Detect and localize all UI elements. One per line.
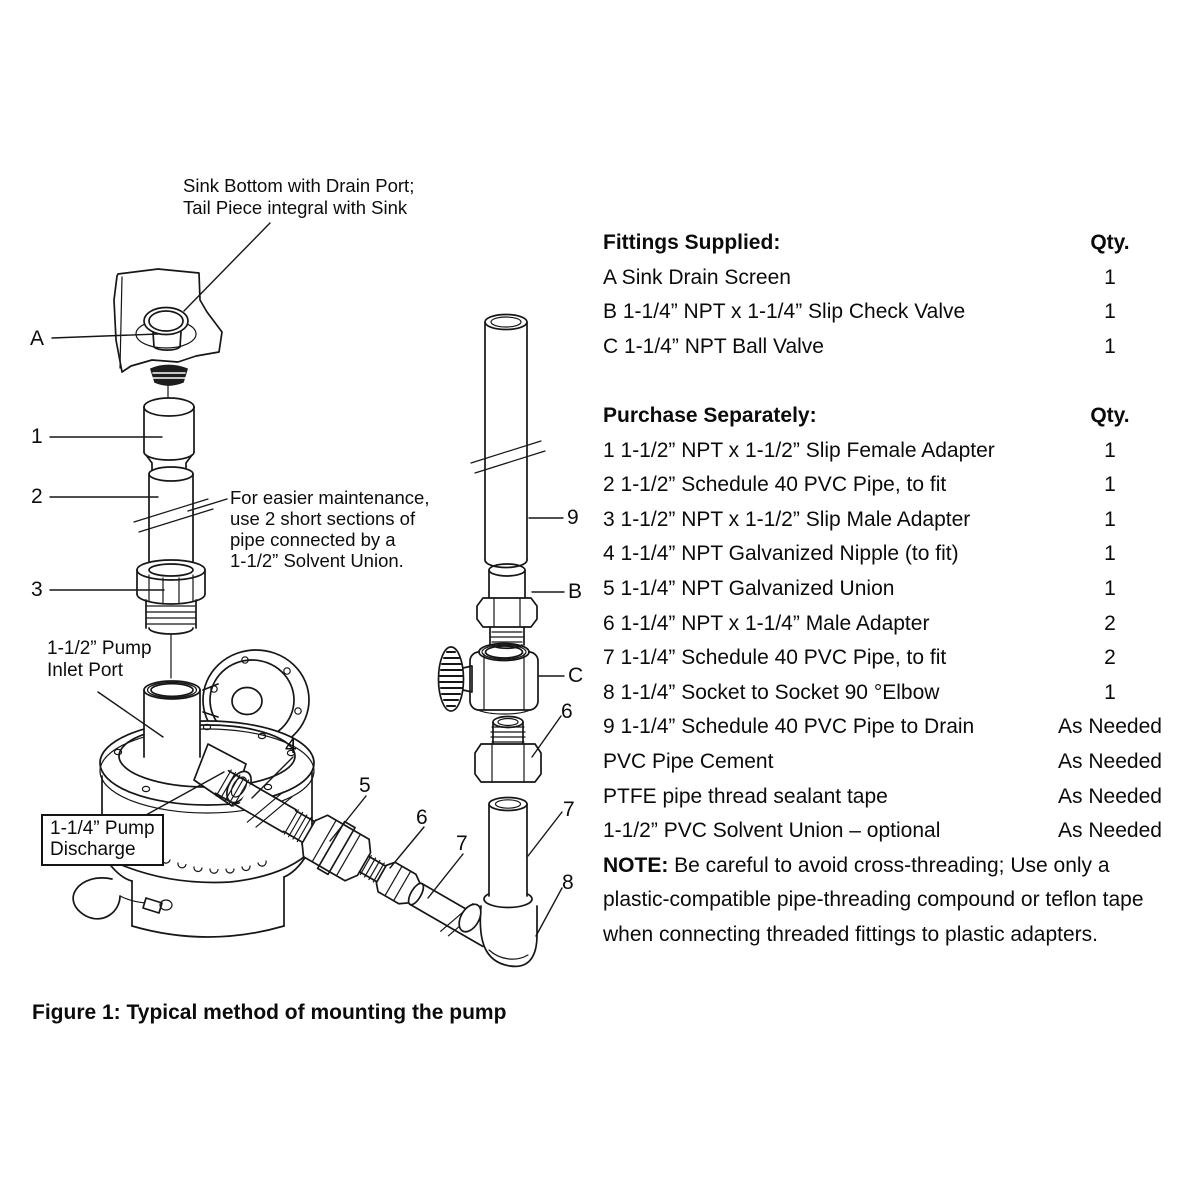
row-qty: 2 — [1104, 646, 1116, 670]
table-row: PVC Pipe Cement As Needed — [603, 745, 1166, 780]
part3-male-adapter — [136, 559, 206, 679]
table-row: 3 1-1/2” NPT x 1-1/2” Slip Male Adapter … — [603, 503, 1166, 538]
drain-pipe-group — [470, 313, 546, 569]
row-qty: 1 — [1104, 438, 1116, 462]
row-item: 1-1/2” PVC Solvent Union – optional — [603, 819, 941, 843]
row-item: 4 1-1/4” NPT Galvanized Nipple (to fit) — [603, 542, 959, 566]
callout-3: 3 — [31, 578, 43, 601]
ball-valve-group — [437, 642, 539, 715]
callout-7-right: 7 — [563, 798, 575, 821]
table-row: 7 1-1/4” Schedule 40 PVC Pipe, to fit 2 — [603, 641, 1166, 676]
fittings-qty-header: Qty. — [1090, 231, 1130, 254]
parts-list-panel: Fittings Supplied: Qty. A Sink Drain Scr… — [603, 226, 1166, 952]
elbow-group — [458, 903, 538, 968]
callout-9: 9 — [567, 506, 579, 529]
table-row: PTFE pipe thread sealant tape As Needed — [603, 780, 1166, 815]
note-label: NOTE: — [603, 853, 669, 877]
inlet-port-label: 1-1/2” Pump Inlet Port — [47, 638, 152, 681]
row-qty: 2 — [1104, 611, 1116, 635]
row-item: 6 1-1/4” NPT x 1-1/4” Male Adapter — [603, 611, 930, 635]
callout-5: 5 — [359, 774, 371, 797]
table-row: B 1-1/4” NPT x 1-1/4” Slip Check Valve 1 — [603, 295, 1166, 330]
callout-6-right: 6 — [561, 700, 573, 723]
table-row: C 1-1/4” NPT Ball Valve 1 — [603, 330, 1166, 365]
upper-adapter-group — [474, 715, 542, 783]
sink-group — [113, 268, 223, 401]
maintenance-note: For easier maintenance, use 2 short sect… — [230, 487, 430, 571]
row-item: 7 1-1/4” Schedule 40 PVC Pipe, to fit — [603, 646, 947, 670]
discharge-label: 1-1/4” Pump Discharge — [41, 814, 164, 866]
row-item: C 1-1/4” NPT Ball Valve — [603, 334, 824, 358]
pump-group — [72, 649, 315, 938]
sink-note: Sink Bottom with Drain Port; Tail Piece … — [183, 175, 415, 218]
discharge-run-group — [214, 769, 496, 948]
table-row: 1-1/2” PVC Solvent Union – optional As N… — [603, 814, 1166, 849]
table-row: 2 1-1/2” Schedule 40 PVC Pipe, to fit 1 — [603, 468, 1166, 503]
row-item: 8 1-1/4” Socket to Socket 90 °Elbow — [603, 680, 940, 704]
table-row: 6 1-1/4” NPT x 1-1/4” Male Adapter 2 — [603, 607, 1166, 642]
row-item: 5 1-1/4” NPT Galvanized Union — [603, 576, 895, 600]
row-item: 9 1-1/4” Schedule 40 PVC Pipe to Drain — [603, 715, 975, 739]
purchase-separately-title: Purchase Separately: — [603, 403, 817, 427]
callout-B: B — [568, 580, 583, 603]
check-valve-group — [476, 563, 538, 650]
purchase-qty-header: Qty. — [1090, 403, 1130, 427]
table-row: 5 1-1/4” NPT Galvanized Union 1 — [603, 572, 1166, 607]
row-qty: As Needed — [1058, 749, 1162, 773]
fittings-supplied-title: Fittings Supplied: — [603, 231, 781, 254]
row-item: 3 1-1/2” NPT x 1-1/2” Slip Male Adapter — [603, 507, 971, 531]
callout-7-mid: 7 — [456, 832, 468, 855]
callout-6-mid: 6 — [416, 806, 428, 829]
riser-pipe-group — [483, 796, 533, 909]
row-qty: 1 — [1104, 473, 1116, 497]
table-row: 4 1-1/4” NPT Galvanized Nipple (to fit) … — [603, 537, 1166, 572]
row-item: PVC Pipe Cement — [603, 749, 774, 773]
row-item: B 1-1/4” NPT x 1-1/4” Slip Check Valve — [603, 300, 966, 324]
table-row: A Sink Drain Screen 1 — [603, 261, 1166, 296]
row-item: PTFE pipe thread sealant tape — [603, 784, 888, 808]
callout-2: 2 — [31, 485, 43, 508]
callout-1: 1 — [31, 425, 43, 448]
row-item: 1 1-1/2” NPT x 1-1/2” Slip Female Adapte… — [603, 438, 995, 462]
row-qty: As Needed — [1058, 784, 1162, 808]
row-qty: 1 — [1104, 334, 1116, 358]
part2-pipe — [133, 466, 214, 573]
purchase-separately-header: Purchase Separately: Qty. — [603, 399, 1166, 434]
section-spacer — [603, 364, 1166, 399]
table-row: 9 1-1/4” Schedule 40 PVC Pipe to Drain A… — [603, 710, 1166, 745]
leader-lines — [49, 222, 565, 937]
row-qty: 1 — [1104, 576, 1116, 600]
figure-caption: Figure 1: Typical method of mounting the… — [32, 1001, 507, 1024]
row-qty: 1 — [1104, 300, 1116, 324]
row-item: A Sink Drain Screen — [603, 265, 791, 289]
note-text: Be careful to avoid cross-threading; Use… — [603, 853, 1144, 946]
callout-C: C — [568, 664, 584, 687]
table-row: 8 1-1/4” Socket to Socket 90 °Elbow 1 — [603, 676, 1166, 711]
row-qty: 1 — [1104, 265, 1116, 289]
row-qty: As Needed — [1058, 819, 1162, 843]
callout-4: 4 — [285, 735, 297, 758]
table-row: 1 1-1/2” NPT x 1-1/2” Slip Female Adapte… — [603, 434, 1166, 469]
row-qty: 1 — [1104, 542, 1116, 566]
callout-A: A — [30, 327, 45, 350]
fittings-supplied-header: Fittings Supplied: Qty. — [603, 226, 1166, 261]
row-item: 2 1-1/2” Schedule 40 PVC Pipe, to fit — [603, 473, 947, 497]
callout-8: 8 — [562, 871, 574, 894]
row-qty: 1 — [1104, 507, 1116, 531]
note-paragraph: NOTE: Be careful to avoid cross-threadin… — [603, 849, 1166, 953]
row-qty: 1 — [1104, 680, 1116, 704]
row-qty: As Needed — [1058, 715, 1162, 739]
